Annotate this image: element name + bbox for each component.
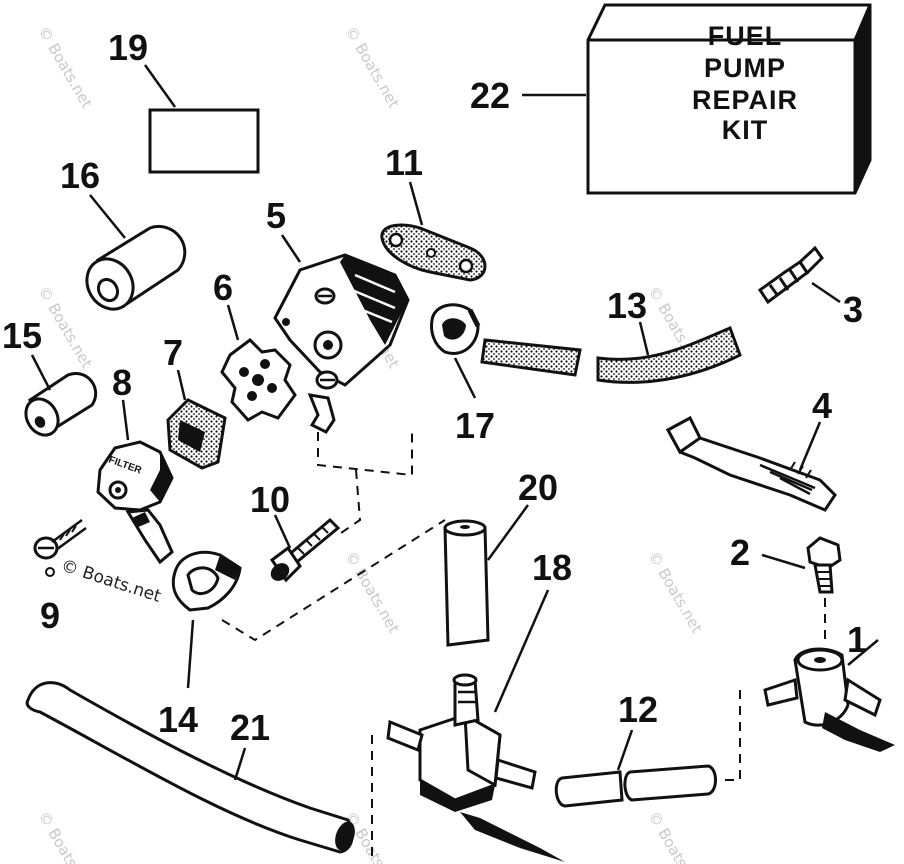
fuel-filter-part-18 — [386, 673, 565, 862]
callout-6: 6 — [213, 267, 233, 308]
fuel-valve-part-1 — [763, 647, 895, 752]
connection-lines — [221, 430, 826, 862]
diaphragm-plate-part — [220, 338, 297, 422]
tube-part-20 — [443, 519, 490, 647]
watermark: © Boats.net — [342, 23, 403, 111]
leader-21 — [233, 747, 247, 781]
kit-label-line-2: PUMP — [704, 53, 786, 83]
screw-part-9 — [33, 518, 87, 577]
filter-cap-part: FILTER — [96, 440, 174, 565]
hose-clamp-part-17 — [430, 303, 481, 355]
callout-17: 17 — [455, 405, 495, 446]
callout-21: 21 — [230, 707, 270, 748]
callout-20: 20 — [518, 467, 558, 508]
hose-part-12 — [554, 764, 717, 808]
leader-2 — [761, 553, 806, 570]
callout-2: 2 — [730, 532, 750, 573]
callout-14: 14 — [158, 699, 198, 740]
leader-20 — [486, 504, 530, 561]
callout-4: 4 — [812, 385, 832, 426]
fuel-pump-body-part — [273, 253, 410, 434]
watermark-dark: © Boats.net — [58, 556, 163, 607]
cylinder-part-15 — [24, 371, 98, 437]
leader-3 — [811, 281, 841, 304]
callout-10: 10 — [250, 479, 290, 520]
callout-18: 18 — [532, 547, 572, 588]
callout-15: 15 — [2, 315, 42, 356]
kit-label-line-3: REPAIR — [692, 85, 798, 115]
hose-part-21 — [25, 681, 355, 854]
kit-label-line-1: FUEL — [708, 21, 783, 51]
clamp-part-14 — [171, 550, 242, 612]
repair-kit-box: FUEL PUMP REPAIR KIT — [586, 3, 872, 195]
diaphragm-part — [166, 398, 227, 470]
decal-part — [148, 108, 260, 174]
callout-1: 1 — [847, 619, 867, 660]
gasket-plate-part — [380, 223, 487, 282]
leader-16 — [89, 194, 126, 239]
leader-4 — [798, 421, 822, 471]
leader-1 — [847, 639, 879, 666]
watermark: © Boats.net — [645, 808, 706, 864]
kit-label-line-4: KIT — [722, 115, 769, 145]
callout-9: 9 — [40, 595, 60, 636]
callout-numbers: 1 2 3 4 5 6 7 8 9 10 11 12 13 14 15 16 1… — [2, 27, 867, 748]
leader-10 — [273, 514, 292, 549]
callout-7: 7 — [163, 332, 183, 373]
watermark: © Boats.net — [35, 283, 96, 371]
screw-part-2 — [806, 536, 842, 594]
callout-3: 3 — [843, 289, 863, 330]
leader-7 — [176, 369, 187, 401]
callout-13: 13 — [607, 285, 647, 326]
leader-13 — [638, 321, 650, 356]
fitting-part-3 — [757, 245, 824, 305]
hose-part-13 — [480, 326, 742, 384]
leader-14 — [186, 619, 195, 689]
leader-19 — [143, 64, 177, 108]
callout-8: 8 — [112, 362, 132, 403]
leader-8 — [121, 399, 130, 441]
callout-12: 12 — [618, 689, 658, 730]
callout-11: 11 — [385, 142, 423, 183]
watermark: © Boats.net — [645, 548, 706, 636]
cylinder-part-16 — [85, 224, 187, 311]
leader-15 — [30, 354, 52, 391]
leader-12 — [616, 729, 634, 771]
callout-22: 22 — [470, 75, 510, 116]
leader-6 — [226, 304, 240, 341]
leader-5 — [280, 234, 302, 263]
leader-18 — [493, 589, 550, 713]
leader-17 — [453, 357, 477, 399]
callout-19: 19 — [108, 27, 148, 68]
watermark: © Boats.net — [35, 808, 96, 864]
callout-5: 5 — [266, 195, 286, 236]
leader-11 — [408, 181, 424, 226]
watermark: © Boats.net — [342, 548, 403, 636]
cable-tie-part-4 — [665, 415, 837, 512]
callout-16: 16 — [60, 155, 100, 196]
bolt-part-10 — [269, 517, 341, 583]
watermark: © Boats.net — [35, 23, 96, 111]
